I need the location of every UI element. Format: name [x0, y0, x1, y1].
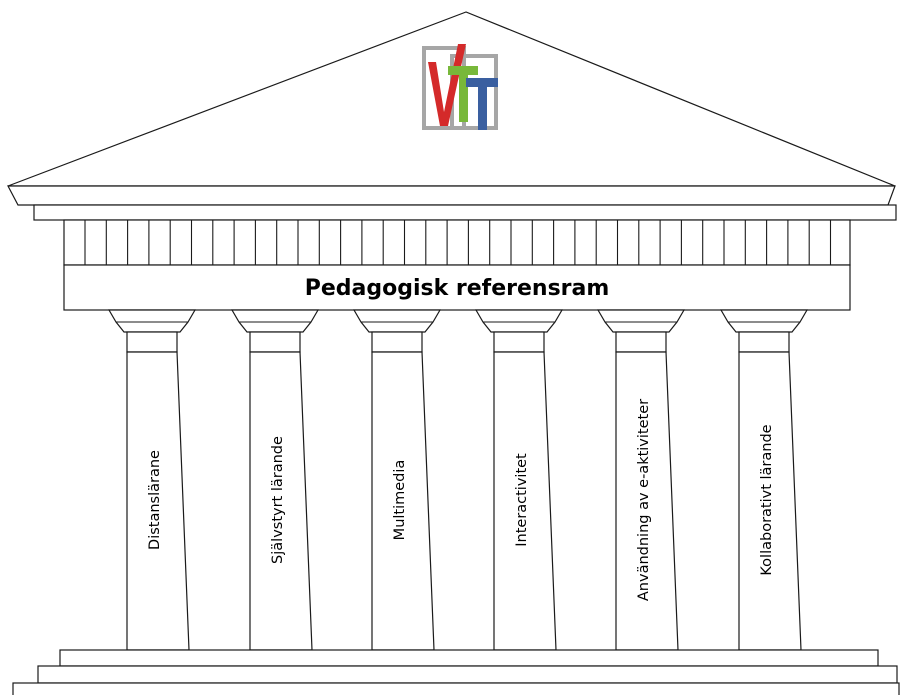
pillar-label: Interactivitet	[514, 453, 530, 547]
pillar: Användning av e-aktiviteter	[596, 309, 686, 651]
base-step-middle	[37, 665, 898, 684]
base-step-bottom	[12, 682, 900, 695]
triglyph-band	[63, 219, 851, 266]
pillar: Multimedia	[352, 309, 442, 651]
pillar: Distanslärane	[107, 309, 197, 651]
pillar-label: Distanslärane	[147, 450, 163, 550]
pillar-label: Självstyrt lärande	[270, 436, 286, 564]
vtt-logo	[422, 44, 498, 130]
base-step-top	[59, 649, 879, 667]
pillar: Självstyrt lärande	[230, 309, 320, 651]
pillars: Distanslärane Självstyrt lärande Multimedi…	[107, 309, 809, 651]
triglyph-lines	[84, 220, 832, 265]
pillar-label: Kollaborativt lärande	[759, 424, 775, 575]
pillar: Interactivitet	[474, 309, 564, 651]
architrave	[33, 204, 897, 221]
pillar: Kollaborativt lärande	[719, 309, 809, 651]
frieze-label: Pedagogisk referensram	[305, 276, 610, 301]
pillar-label: Användning av e-aktiviteter	[636, 399, 652, 601]
pillar-label: Multimedia	[392, 460, 408, 541]
cornice	[7, 185, 896, 206]
frieze	[63, 264, 851, 311]
